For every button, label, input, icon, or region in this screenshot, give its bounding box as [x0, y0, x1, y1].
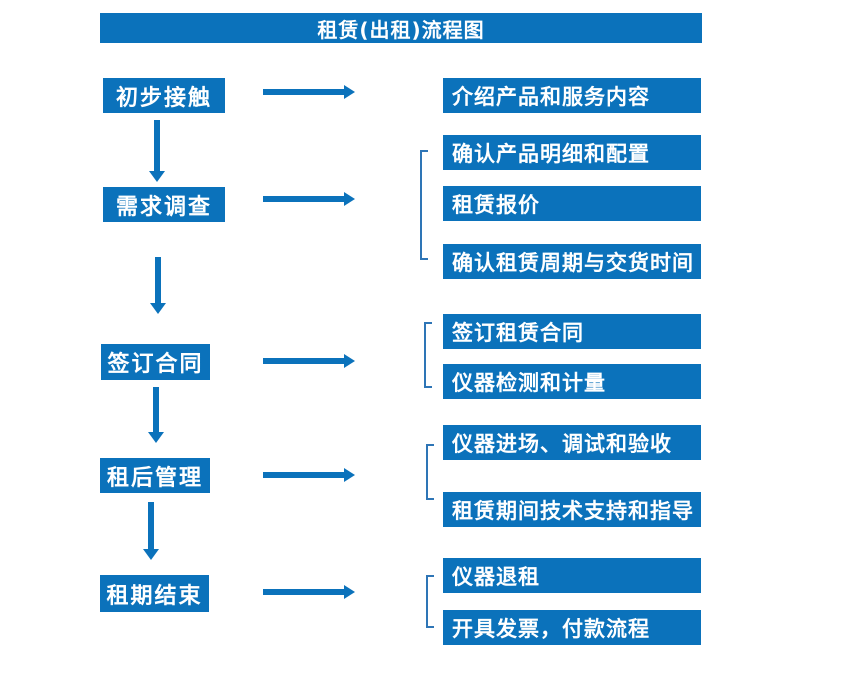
arrow-head — [150, 303, 166, 314]
detail-box-sign-rental-contract: 签订租赁合同 — [443, 314, 701, 349]
detail-box-invoicing-payment-process: 开具发票，付款流程 — [443, 610, 701, 645]
arrow-head — [148, 432, 164, 443]
arrow-down-icon — [149, 120, 165, 182]
arrow-down-icon — [150, 257, 166, 314]
arrow-shaft — [263, 358, 346, 364]
detail-box-confirm-product-details-config: 确认产品明细和配置 — [443, 135, 701, 170]
detail-box-confirm-rental-period-delivery: 确认租赁周期与交货时间 — [443, 244, 701, 279]
page-title: 租赁(出租)流程图 — [100, 13, 702, 43]
detail-box-instrument-arrival-acceptance: 仪器进场、调试和验收 — [443, 425, 701, 460]
stage-box-demand-survey: 需求调查 — [103, 187, 225, 222]
arrow-down-icon — [143, 502, 159, 560]
detail-box-rental-technical-support: 租赁期间技术支持和指导 — [443, 492, 701, 527]
stage-box-contract-signing: 签订合同 — [101, 344, 210, 380]
arrow-head — [344, 468, 355, 482]
detail-box-introduce-products-services: 介绍产品和服务内容 — [443, 78, 701, 113]
detail-box-rental-quotation: 租赁报价 — [443, 186, 701, 221]
group-bracket — [426, 575, 434, 628]
arrow-shaft — [155, 257, 161, 304]
group-bracket — [426, 444, 434, 500]
arrow-head — [344, 85, 355, 99]
arrow-head — [149, 171, 165, 182]
arrow-shaft — [263, 589, 346, 595]
arrow-right-icon — [263, 192, 355, 206]
stage-box-rental-end: 租期结束 — [100, 575, 209, 612]
arrow-head — [344, 585, 355, 599]
detail-box-instrument-testing-metrology: 仪器检测和计量 — [443, 364, 701, 399]
arrow-shaft — [153, 387, 159, 433]
arrow-shaft — [154, 120, 160, 172]
arrow-down-icon — [148, 387, 164, 443]
arrow-shaft — [148, 502, 154, 550]
arrow-right-icon — [263, 585, 355, 599]
arrow-right-icon — [263, 85, 355, 99]
arrow-shaft — [263, 89, 346, 95]
arrow-shaft — [263, 196, 346, 202]
detail-box-instrument-return: 仪器退租 — [443, 558, 701, 593]
arrow-right-icon — [263, 468, 355, 482]
arrow-shaft — [263, 472, 346, 478]
arrow-head — [143, 549, 159, 560]
stage-box-post-rental-management: 租后管理 — [100, 458, 210, 493]
arrow-right-icon — [263, 354, 355, 368]
group-bracket — [424, 322, 432, 388]
arrow-head — [344, 354, 355, 368]
stage-box-initial-contact: 初步接触 — [103, 78, 225, 113]
group-bracket — [420, 150, 428, 260]
arrow-head — [344, 192, 355, 206]
